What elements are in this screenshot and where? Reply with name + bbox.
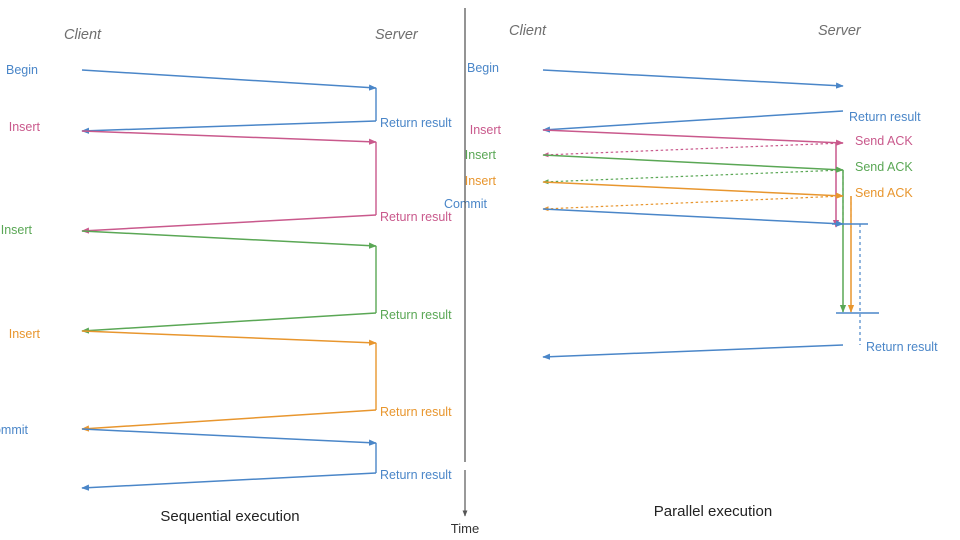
message-label: Return result xyxy=(380,210,452,224)
lane-header-client: Client xyxy=(64,27,102,43)
message-arrow xyxy=(542,129,844,146)
message-arrow xyxy=(542,69,844,89)
message-label: Insert xyxy=(1,223,33,237)
message-label: Return result xyxy=(380,405,452,419)
lane-header-client: Client xyxy=(509,23,547,39)
message-arrow xyxy=(81,69,377,91)
message-arrow xyxy=(81,130,377,145)
lane-header-server: Server xyxy=(375,27,419,43)
message-label: Send ACK xyxy=(855,134,913,148)
message-label: Insert xyxy=(9,120,41,134)
message-arrow xyxy=(542,169,844,185)
message-arrow xyxy=(542,181,844,199)
message-arrow xyxy=(542,208,844,227)
message-arrow xyxy=(542,344,844,360)
message-arrow xyxy=(542,142,844,158)
message-arrow xyxy=(81,230,377,249)
message-label: Send ACK xyxy=(855,186,913,200)
message-label: Insert xyxy=(465,148,497,162)
message-label: Begin xyxy=(467,61,499,75)
time-axis-label: Time xyxy=(451,521,479,536)
message-label: Commit xyxy=(444,197,488,211)
message-arrow xyxy=(81,120,377,134)
time-axis-layer: Time xyxy=(451,470,479,536)
message-arrow xyxy=(542,195,844,212)
message-arrow xyxy=(81,472,377,491)
message-label: Begin xyxy=(6,63,38,77)
message-label: Return result xyxy=(380,116,452,130)
message-label: Return result xyxy=(380,468,452,482)
message-arrow xyxy=(81,428,377,446)
message-label: Return result xyxy=(380,308,452,322)
message-label: Send ACK xyxy=(855,160,913,174)
message-arrow xyxy=(81,409,377,432)
message-label: Insert xyxy=(470,123,502,137)
message-arrow xyxy=(81,330,377,346)
message-label: Insert xyxy=(465,174,497,188)
panel-caption: Sequential execution xyxy=(160,508,299,525)
message-label: Return result xyxy=(866,340,938,354)
message-arrow xyxy=(542,110,844,133)
lane-header-server: Server xyxy=(818,23,862,39)
panel-caption: Parallel execution xyxy=(654,503,772,520)
message-arrow xyxy=(81,312,377,334)
message-label: Commit xyxy=(0,423,29,437)
message-label: Return result xyxy=(849,110,921,124)
message-arrow xyxy=(81,214,377,234)
message-label: Insert xyxy=(9,327,41,341)
message-arrow xyxy=(542,154,844,173)
